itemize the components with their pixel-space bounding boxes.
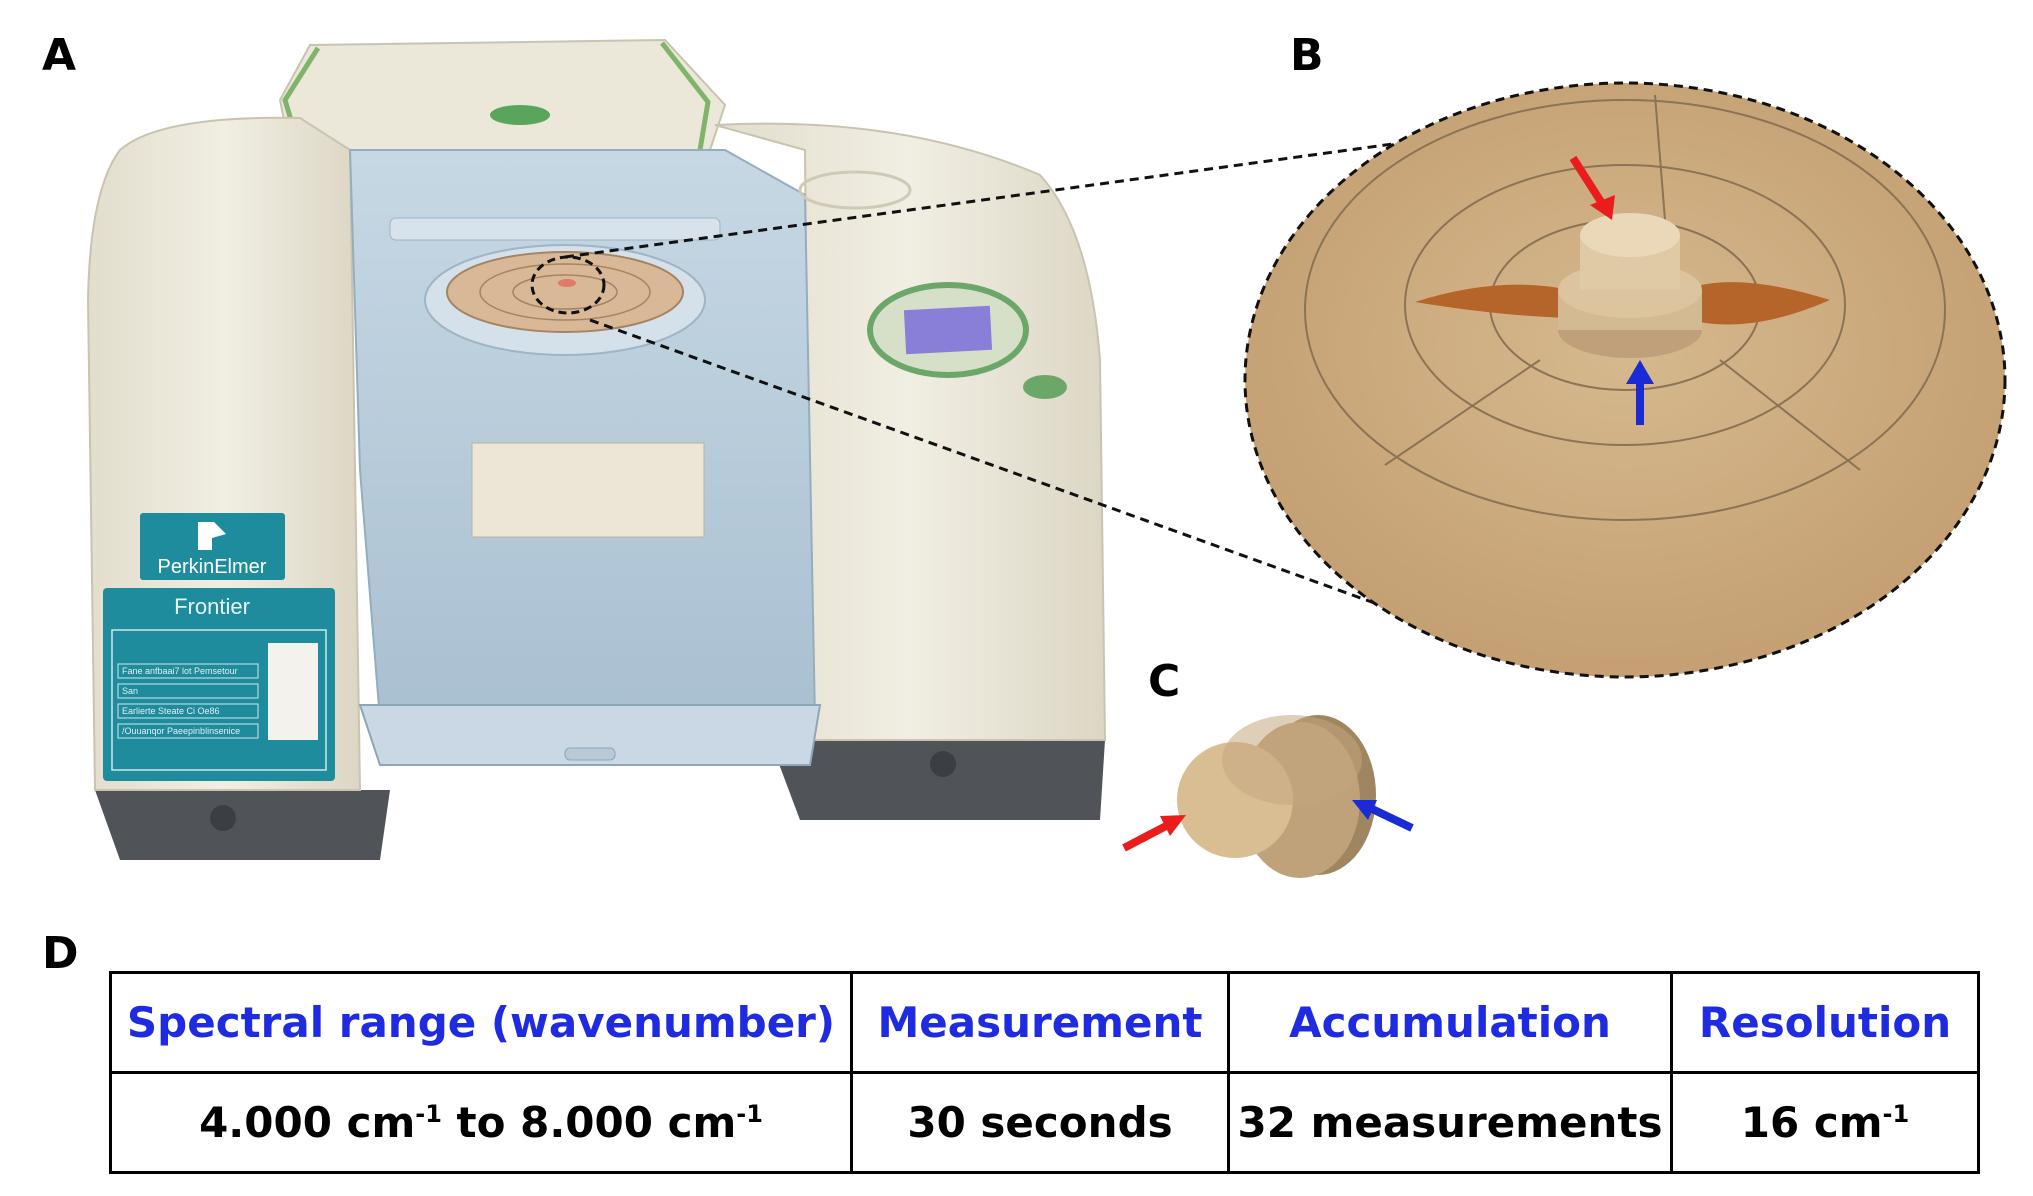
magnified-ring <box>1404 164 1846 446</box>
panel-label-b: B <box>1290 30 1324 81</box>
red-arrowhead-icon <box>1160 815 1186 836</box>
device-lid <box>278 38 727 151</box>
blue-arrowhead-icon <box>1626 360 1654 384</box>
resolution-exp: -1 <box>1882 1100 1910 1128</box>
sample-wing-left <box>1415 284 1570 318</box>
plate-grid-line <box>1654 94 1666 221</box>
spectrometer-illustration: PerkinElmer Frontier Fane anfbaai7 lot P… <box>86 38 1107 860</box>
range-exp-2: -1 <box>736 1100 763 1128</box>
table-header-row: Spectral range (wavenumber) Measurement … <box>109 971 1980 1074</box>
crystal-spot <box>558 279 576 287</box>
stage-ring <box>479 263 651 321</box>
plate-grid-line <box>1719 359 1861 471</box>
top-right-ring <box>798 170 912 210</box>
device-tray <box>358 704 822 766</box>
lid-green-trim-right <box>660 41 711 151</box>
zoom-region-circle <box>530 255 606 315</box>
sample-closeup <box>1122 715 1414 878</box>
header-accumulation: Accumulation <box>1227 971 1673 1074</box>
range-to: 8.000 <box>520 1098 653 1147</box>
plate-line: Fane anfbaai7 lot Pemsetour <box>122 666 238 676</box>
model-badge-inner <box>111 629 327 771</box>
red-arrowhead-icon <box>1590 195 1615 220</box>
value-accumulation: 32 measurements <box>1227 1071 1673 1174</box>
range-to-word: to <box>456 1098 506 1147</box>
plate-line: /Ouuanqor Paeepinblinsenice <box>122 726 240 736</box>
zoom-line-top <box>564 141 1401 259</box>
sample-wing-right <box>1690 282 1830 325</box>
brand-badge <box>140 513 285 580</box>
plate-line: San <box>122 686 138 696</box>
panel-slot <box>389 217 721 241</box>
lid-badge-icon <box>490 105 550 125</box>
magnified-stage-view <box>1243 81 2007 679</box>
header-resolution: Resolution <box>1670 971 1980 1074</box>
measurement-parameters-table: Spectral range (wavenumber) Measurement … <box>109 971 1980 1174</box>
foot-bump <box>930 751 956 777</box>
brand-name: PerkinElmer <box>158 556 267 578</box>
value-measurement: 30 seconds <box>850 1071 1230 1174</box>
plate-grid-line <box>1384 359 1541 466</box>
value-resolution: 16 cm-1 <box>1670 1071 1980 1174</box>
red-arrow-b <box>1569 155 1609 211</box>
header-measurement: Measurement <box>850 971 1230 1074</box>
tray-handle <box>564 747 616 761</box>
model-badge-window <box>268 643 318 740</box>
blue-arrow-c <box>1368 804 1414 832</box>
magnified-outline <box>1243 81 2007 679</box>
blue-arrowhead-icon <box>1352 800 1377 820</box>
brand-logo-icon <box>198 522 226 550</box>
model-name: Frontier <box>174 594 250 619</box>
red-arrow-c <box>1122 821 1170 852</box>
range-exp: -1 <box>415 1100 442 1128</box>
magnified-plate <box>1245 83 2005 677</box>
range-from: 4.000 <box>199 1098 332 1147</box>
stage-ring <box>512 274 618 310</box>
panel-label-plate <box>471 442 705 538</box>
resolution-unit: cm <box>1813 1098 1883 1147</box>
panel-label-a: A <box>42 30 77 81</box>
table-value-row: 4.000 cm-1 to 8.000 cm-1 30 seconds 32 m… <box>109 1071 1980 1174</box>
display-screen <box>903 305 993 355</box>
foot-bump <box>210 805 236 831</box>
zoom-line-bottom <box>589 318 1381 607</box>
sample-side <box>1222 715 1362 805</box>
range-unit: cm <box>346 1098 416 1147</box>
resolution-num: 16 <box>1740 1098 1800 1147</box>
panel-label-d: D <box>42 928 79 979</box>
sample-top-face <box>1580 213 1680 257</box>
value-spectral-range: 4.000 cm-1 to 8.000 cm-1 <box>109 1071 853 1174</box>
spec-plate-lines: Fane anfbaai7 lot Pemsetour San Earliert… <box>117 663 259 739</box>
device-base-right <box>770 740 1105 820</box>
panel-label-c: C <box>1148 656 1181 707</box>
range-unit-2: cm <box>667 1098 737 1147</box>
power-button-icon <box>1023 375 1067 399</box>
header-spectral-range: Spectral range (wavenumber) <box>109 971 853 1074</box>
magnified-ring <box>1304 99 1946 521</box>
plate-line: Earlierte Steate Ci Oe86 <box>122 706 220 716</box>
device-base-left <box>95 790 390 860</box>
